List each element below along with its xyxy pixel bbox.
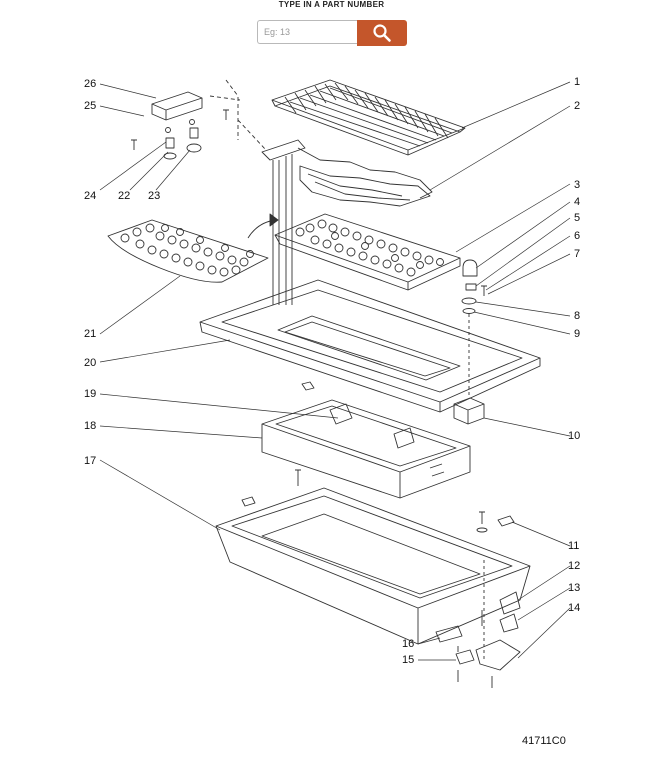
- callout-11[interactable]: 11: [568, 540, 579, 552]
- callout-16[interactable]: 16: [402, 638, 414, 650]
- callout-23[interactable]: 23: [148, 190, 160, 202]
- part-17-drip-tray[interactable]: [215, 487, 531, 645]
- part-21-lava-stones[interactable]: [107, 219, 269, 283]
- part-2-heating-element[interactable]: [261, 139, 433, 305]
- small-clip: [301, 381, 315, 391]
- part-19-brackets[interactable]: [329, 403, 445, 477]
- part-10-switch[interactable]: [453, 397, 485, 425]
- callout-leaders: [99, 81, 571, 661]
- part-1-grill-rack[interactable]: [271, 79, 466, 156]
- part-20-top-frame[interactable]: [199, 279, 541, 413]
- search-title: TYPE IN A PART NUMBER: [278, 0, 385, 9]
- callout-4[interactable]: 4: [574, 196, 580, 208]
- part-number-input[interactable]: [257, 20, 357, 44]
- callout-labels: 1 2 3 4 5 6 7 8 9 10 11 12 13 14 15 16 1…: [84, 76, 580, 747]
- callout-14[interactable]: 14: [568, 602, 580, 614]
- callout-6[interactable]: 6: [574, 230, 580, 242]
- arrow-head: [269, 213, 279, 227]
- alignment-lines: [209, 79, 267, 151]
- callout-10[interactable]: 10: [568, 430, 580, 442]
- callout-1[interactable]: 1: [574, 76, 580, 88]
- callout-7[interactable]: 7: [574, 248, 580, 260]
- parts-4-9-hardware[interactable]: [461, 259, 487, 398]
- screw: [295, 469, 301, 486]
- callout-15[interactable]: 15: [402, 654, 414, 666]
- callout-17[interactable]: 17: [84, 455, 96, 467]
- callout-2[interactable]: 2: [574, 100, 580, 112]
- callout-12[interactable]: 12: [568, 560, 580, 572]
- callout-21[interactable]: 21: [84, 328, 96, 340]
- part-18-base-box[interactable]: [261, 399, 471, 499]
- callout-26[interactable]: 26: [84, 78, 96, 90]
- parts-22-26-hardware[interactable]: [131, 91, 229, 160]
- callout-18[interactable]: 18: [84, 420, 96, 432]
- callout-8[interactable]: 8: [574, 310, 580, 322]
- parts-11-16-hardware[interactable]: [435, 511, 521, 688]
- part-3-stone-tray[interactable]: [274, 213, 461, 291]
- drawing-code: 41711C0: [522, 735, 566, 747]
- callout-19[interactable]: 19: [84, 388, 96, 400]
- callout-3[interactable]: 3: [574, 179, 580, 191]
- callout-9[interactable]: 9: [574, 328, 580, 340]
- callout-24[interactable]: 24: [84, 190, 96, 202]
- small-clip-2: [241, 496, 256, 507]
- callout-25[interactable]: 25: [84, 100, 96, 112]
- callout-13[interactable]: 13: [568, 582, 580, 594]
- callout-20[interactable]: 20: [84, 357, 96, 369]
- search-button[interactable]: [357, 20, 407, 46]
- search-icon: [373, 24, 391, 42]
- callout-5[interactable]: 5: [574, 212, 580, 224]
- part-search-box: [257, 20, 407, 46]
- callout-22[interactable]: 22: [118, 190, 130, 202]
